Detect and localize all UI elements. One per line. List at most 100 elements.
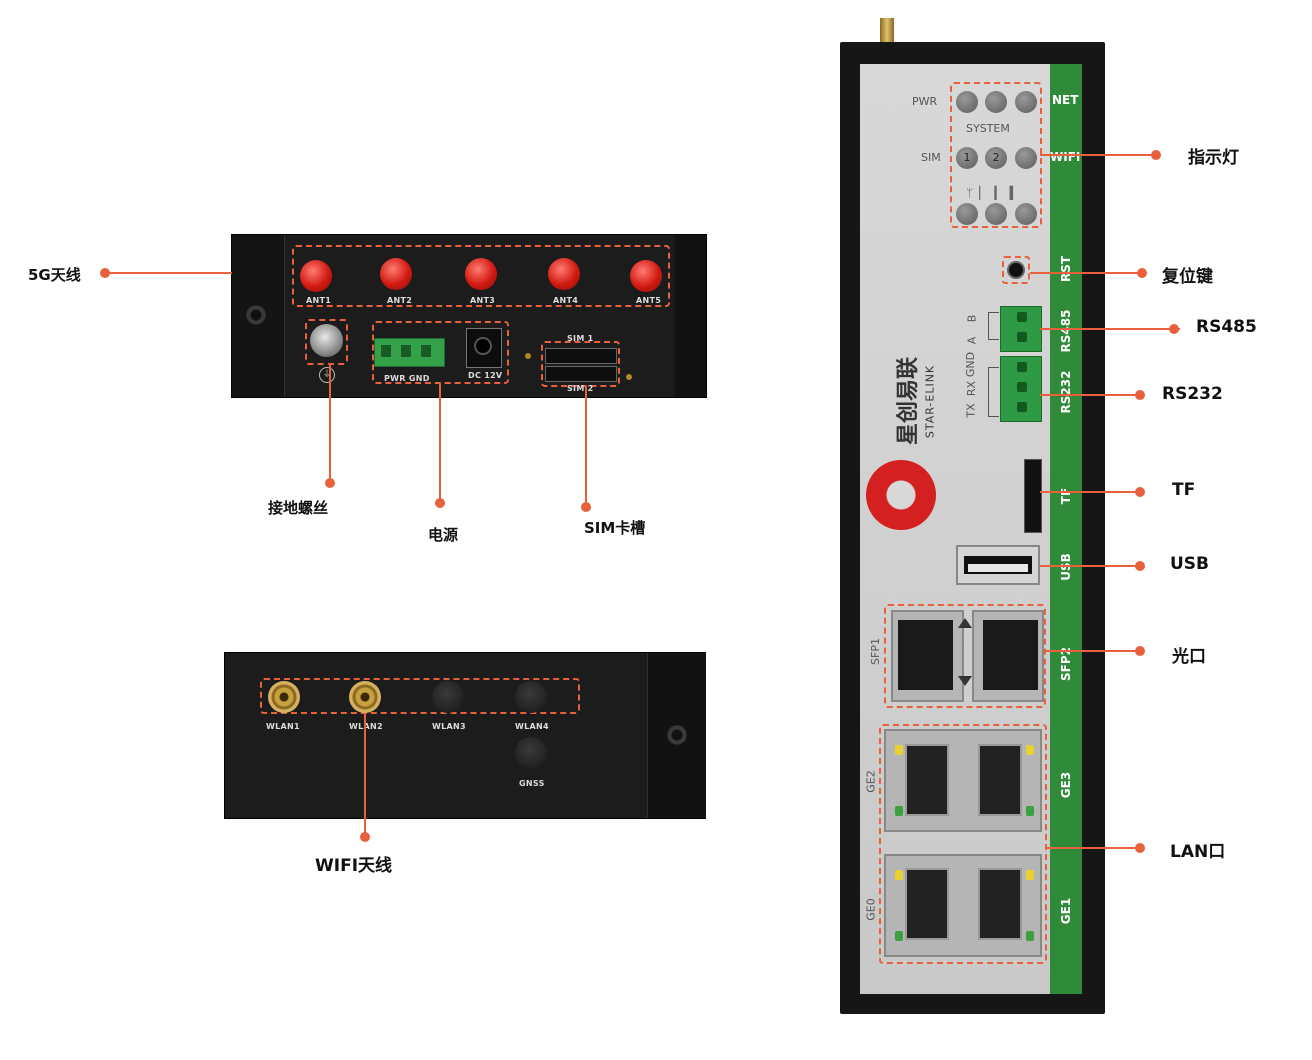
callout-rs485: RS485 (1196, 317, 1257, 337)
sfp1-port-inner (898, 620, 953, 690)
callout-rs232: RS232 (1162, 384, 1223, 404)
callout-line (585, 387, 587, 505)
ant5-connector-icon (630, 260, 662, 292)
ge0-port[interactable] (905, 868, 949, 940)
strip-label-wifi: WIFI (1050, 150, 1081, 164)
ge3-link-led-icon (1026, 745, 1034, 755)
ge0-link-led-icon (895, 870, 903, 880)
callout-line (364, 713, 366, 837)
ge2-act-led-icon (895, 806, 903, 816)
optical-outline (884, 604, 1046, 708)
antenna-group-outline (292, 245, 670, 307)
callout-line (1040, 565, 1140, 567)
wlan4-label: WLAN4 (515, 722, 549, 731)
sim1-slot[interactable] (545, 348, 617, 364)
brand-cn: 星创易联 (896, 357, 921, 446)
pin-gnd-label: GND (964, 351, 978, 378)
terminal-screw-icon (1017, 362, 1027, 372)
wlan3-label: WLAN3 (432, 722, 466, 731)
tf-slot[interactable] (1024, 459, 1042, 533)
callout-dot (1135, 843, 1145, 853)
signal-strength-icon: ᛘ▏▎▍ (966, 186, 1025, 200)
callout-5g-antenna: 5G天线 (28, 266, 81, 284)
ge1-port[interactable] (978, 868, 1022, 940)
pin-tx-label: TX (964, 403, 978, 418)
brand-logo-icon (866, 460, 936, 530)
ant4-connector-icon (548, 258, 580, 290)
down-triangle-icon (958, 676, 972, 686)
front-green-strip (1050, 64, 1082, 994)
led-wifi-icon (1015, 147, 1037, 169)
led-signal3-icon (1015, 203, 1037, 225)
wifi-antenna-outline (260, 678, 580, 714)
top-antenna-connector-icon (880, 18, 894, 46)
wlan1-connector-icon (268, 681, 300, 713)
wlan4-plug-icon (515, 681, 547, 713)
ge0-label: GE0 (864, 898, 878, 921)
callout-reset-button: 复位键 (1162, 267, 1213, 287)
ge1-link-led-icon (1026, 870, 1034, 880)
terminal-screw-icon (1017, 332, 1027, 342)
ge2-label: GE2 (864, 770, 878, 793)
strip-label-sfp2: SFP2 (1059, 647, 1073, 681)
gnss-plug-icon (515, 737, 547, 769)
terminal-screw-icon (1017, 312, 1027, 322)
callout-dot (1151, 150, 1161, 160)
callout-line (1040, 491, 1140, 493)
callout-indicators: 指示灯 (1188, 148, 1239, 168)
ant1-connector-icon (300, 260, 332, 292)
reset-button[interactable] (1007, 261, 1025, 279)
strip-label-usb: USB (1059, 553, 1073, 581)
callout-line (1030, 272, 1142, 274)
ge1-act-led-icon (1026, 931, 1034, 941)
strip-label-rs485: RS485 (1059, 309, 1073, 353)
ge3-port[interactable] (978, 744, 1022, 816)
led-system-icon (985, 91, 1007, 113)
ge0-act-led-icon (895, 931, 903, 941)
callout-line (329, 365, 331, 483)
wlan2-connector-icon (349, 681, 381, 713)
callout-line (1040, 394, 1140, 396)
callout-line (1046, 650, 1140, 652)
sfp2-port-inner (983, 620, 1038, 690)
terminal-bracket (988, 367, 999, 417)
ground-screw-icon (310, 324, 343, 357)
ge3-act-led-icon (1026, 806, 1034, 816)
callout-dot (1137, 268, 1147, 278)
power-terminal-screw-icon (381, 345, 391, 357)
strip-label-rst: RST (1059, 255, 1073, 283)
led-sim2-icon: 2 (985, 147, 1007, 169)
ground-symbol-icon: ⏚ (319, 367, 335, 383)
callout-dot (435, 498, 445, 508)
led-sim1-icon: 1 (956, 147, 978, 169)
led-pwr-icon (956, 91, 978, 113)
led-label-system: SYSTEM (966, 122, 1010, 135)
ant4-label: ANT4 (553, 296, 579, 305)
ge2-link-led-icon (895, 745, 903, 755)
dc-jack-icon (466, 328, 502, 368)
ant2-label: ANT2 (387, 296, 413, 305)
led-dot-icon (626, 374, 632, 380)
ground-screw-outline (305, 319, 348, 365)
sim2-slot[interactable] (545, 366, 617, 382)
strip-label-tf: TF (1059, 487, 1073, 505)
brand-en: STAR-ELINK (923, 364, 937, 439)
terminal-screw-icon (1017, 382, 1027, 392)
reset-outline (1002, 256, 1030, 284)
ant3-connector-icon (465, 258, 497, 290)
pin-b-label: B (965, 314, 979, 323)
callout-line (439, 384, 441, 502)
ant1-label: ANT1 (306, 296, 332, 305)
top-panel (231, 234, 707, 398)
sim-slot-outline (541, 341, 620, 387)
led-dot-icon (525, 353, 531, 359)
lan-outline (879, 724, 1047, 964)
callout-dot (1135, 646, 1145, 656)
ant3-label: ANT3 (470, 296, 496, 305)
usb-port-tongue (968, 564, 1028, 572)
callout-line (1046, 847, 1140, 849)
callout-line (1040, 154, 1156, 156)
callout-sim-slot: SIM卡槽 (584, 519, 646, 537)
callout-dot (1135, 487, 1145, 497)
ge2-port[interactable] (905, 744, 949, 816)
